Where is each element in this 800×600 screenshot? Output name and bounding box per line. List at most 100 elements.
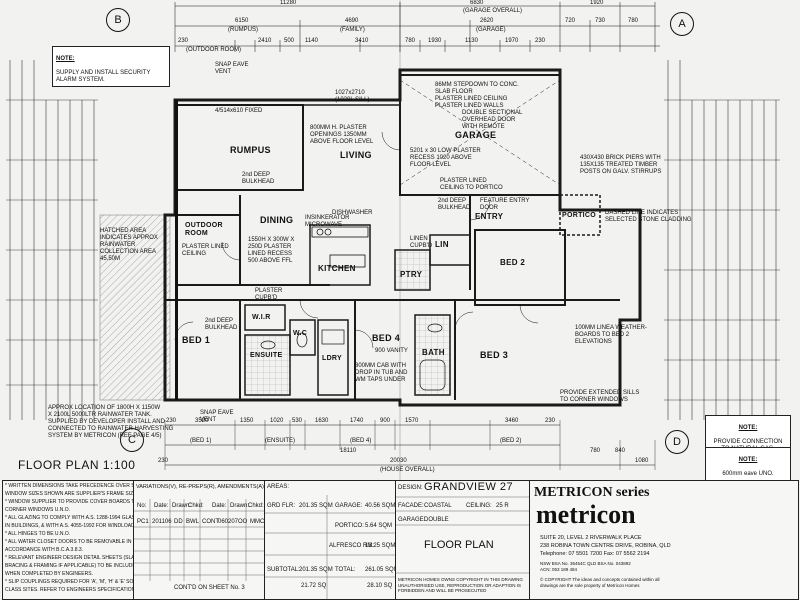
tb-area-4-3: 28.10 SQ <box>367 583 393 589</box>
tb-area-1-3: 5.64 SQM <box>365 523 393 529</box>
tb-ceiling-label: CEILING: <box>466 503 492 509</box>
tb-area-0-2: GARAGE: <box>335 503 363 509</box>
dim-b2-0: (BED 1) <box>190 438 212 444</box>
ann-plaster-ceiling: PLASTER LINED CEILING TO PORTICO <box>440 178 503 191</box>
brand-address-2: 238 ROBINA TOWN CENTRE DRIVE, ROBINA, QL… <box>540 543 671 549</box>
ann-plaster-opening: 800MM H. PLASTER OPENINGS 1350MM ABOVE F… <box>310 125 374 145</box>
grid-marker-b: B <box>106 8 130 32</box>
dim-b3-right-2: 1080 <box>635 458 649 464</box>
ann-garage-recess: 5201 x 30 LOW PLASTER RECESS 1020 ABOVE … <box>410 148 481 168</box>
brand-licence: NSW BSA No. 36454C QLD BSA No. 043892 AC… <box>540 561 631 572</box>
grid-marker-d: D <box>665 430 689 454</box>
dim-r2-5: 3410 <box>355 38 369 44</box>
ann-plaster-cupb: PLASTER CUPB'D <box>255 288 283 301</box>
tb-var-row-3: BWL <box>186 519 200 525</box>
dim-r1-2: 4690 <box>345 18 359 24</box>
tb-facade: COASTAL <box>424 503 452 509</box>
ann-drop-tub: 800MM CAB WITH DROP IN TUB AND WM TAPS U… <box>355 363 408 383</box>
dim-r2-8: 1130 <box>465 38 478 44</box>
dim-r2-3: 500 <box>284 38 295 44</box>
title-block-notes: * WRITTEN DIMENSIONS TAKE PRECEDENCE OVE… <box>2 480 149 600</box>
tb-ceiling: 25 R <box>496 503 509 509</box>
title-block-brand: METRICON series metricon SUITE 20, LEVEL… <box>529 480 799 600</box>
note-eave-text: 600mm eave UNO. <box>722 471 774 477</box>
tb-note-6: * ALL HINGES TO BE U.N.O. <box>5 531 71 537</box>
tb-var-header: VARIATIONS(V), RE-PREPS(R), AMENDMENTS(A… <box>136 484 266 490</box>
ann-insinkerator: INSINKERATOR MICROWAVE <box>305 215 350 228</box>
dim-r2-10: 230 <box>535 38 546 44</box>
dim-b3-left: 230 <box>158 458 169 464</box>
tb-var-col-2: Drawn: <box>172 503 192 509</box>
tb-note-2: * WINDOW SUPPLIER TO PROVIDE COVER BOARD… <box>5 499 149 505</box>
floor-plan-title: FLOOR PLAN 1:100 <box>18 458 136 472</box>
tb-note-7: * ALL WATER CLOSET DOORS TO BE REMOVABLE… <box>5 539 132 545</box>
ann-snap-vent-top: SNAP EAVE VENT <box>215 62 249 75</box>
kitchen-benches <box>311 226 369 268</box>
room-ptry: PTRY <box>400 270 423 279</box>
ann-brick-piers: 430X430 BRICK PIERS WITH 135X135 TREATED… <box>580 155 662 175</box>
dim-b3-right-0: 780 <box>590 448 601 454</box>
areas-grid <box>265 495 395 599</box>
tb-var-row-6: OO <box>238 519 248 525</box>
variations-grid <box>134 499 264 581</box>
ann-kitchen-recess: 1550H X 300W X 250D PLASTER LINED RECESS… <box>248 237 295 264</box>
tb-var-col-3: Chkd: <box>188 503 204 509</box>
tb-var-row-4: CONT <box>202 519 219 525</box>
tb-note-1: WINDOW SIZES SHOWN ARE SUPPLIER'S FRAME … <box>5 491 142 497</box>
tb-note-13: CLASS SITES. REFER TO ENGINEERS SPECIFIC… <box>5 587 141 593</box>
ann-vanity: 900 VANITY <box>375 348 408 354</box>
brand-series: METRICON series <box>534 485 650 500</box>
tb-areas-header: AREAS: <box>267 484 290 490</box>
brand-address-1: SUITE 20, LEVEL 2 RIVERWALK PLACE <box>540 535 642 541</box>
dim-right-small: 1920 <box>590 0 604 6</box>
ann-weatherboards: 100MM LINEA WEATHER- BOARDS TO BED 2 ELE… <box>575 325 647 345</box>
room-bath: BATH <box>422 348 445 357</box>
dim-r2-2: 2410 <box>258 38 272 44</box>
tb-note-12: * SLIP COUPLINGS REQUIRED FOR 'A', 'M', … <box>5 579 138 585</box>
dim-r1-0: 6150 <box>235 18 249 24</box>
tb-garage: DOUBLE <box>424 517 449 523</box>
tb-area-1-2: PORTICO: <box>335 523 364 529</box>
dim-r2-7: 1930 <box>428 38 442 44</box>
dim-b2-2: (BED 4) <box>350 438 372 444</box>
tb-area-2-2: ALFRESCO RM: <box>329 543 375 549</box>
ann-bulkhead-1: 2nd DEEP BULKHEAD <box>242 172 275 185</box>
room-wc: W.C <box>293 330 308 337</box>
ann-outdoor-ceiling: PLASTER LINED CEILING <box>182 244 229 257</box>
dim-b1-3: 1020 <box>270 418 284 424</box>
ann-door-sill: 1027x2710 (1020L SILL) <box>335 90 370 103</box>
room-bed2: BED 2 <box>500 258 526 267</box>
tb-var-row-7: MMC <box>250 519 265 525</box>
tb-var-row-0: PC1 <box>137 519 149 525</box>
tb-note-10: BRACING & FRAMING IF APPLICABLE) TO BE I… <box>5 563 140 569</box>
note-eave-title: NOTE: <box>738 457 758 463</box>
tb-note-9: * RELEVANT ENGINEER DESIGN DETAIL SHEETS… <box>5 555 140 561</box>
tb-sheet-title: FLOOR PLAN <box>424 539 494 551</box>
dim-r2-4: 1140 <box>305 38 318 44</box>
brand-phone: Telephone: 07 5501 7200 Fax: 07 5562 219… <box>540 551 650 557</box>
grid-marker-a: A <box>670 12 694 36</box>
dim-b2-3: (BED 2) <box>500 438 522 444</box>
tb-design: GRANDVIEW 27 <box>424 481 514 493</box>
dim-total-2: 20030 <box>390 458 407 464</box>
room-bed3: BED 3 <box>480 350 509 360</box>
tb-area-3-1: 201.35 SQM <box>299 567 333 573</box>
dim-b1-10: 230 <box>545 418 556 424</box>
ann-feature-entry: FEATURE ENTRY DOOR <box>480 198 530 211</box>
room-rumpus: RUMPUS <box>230 145 271 155</box>
tb-var-col-1: Date: <box>154 503 169 509</box>
tb-garage-label: GARAGE: <box>398 517 426 523</box>
note-security: NOTE: SUPPLY AND INSTALL SECURITY ALARM … <box>52 46 170 87</box>
walls <box>163 68 642 407</box>
room-portico: PORTICO <box>562 212 596 219</box>
tb-area-3-2: TOTAL: <box>335 567 356 573</box>
dim-r1-4: 2620 <box>480 18 494 24</box>
ann-step-down: 86MM STEPDOWN TO CONC. SLAB FLOOR PLASTE… <box>435 82 519 109</box>
ann-dashed-line: DASHED LINE INDICATES SELECTED STONE CLA… <box>605 210 692 223</box>
dim-r2-1: (OUTDOOR ROOM) <box>186 47 241 53</box>
tb-area-2-3: 13.25 SQM <box>365 543 396 549</box>
ann-garage-door: DOUBLE SECTIONAL OVERHEAD DOOR WITH REMO… <box>462 110 523 130</box>
dim-b1-8: 1570 <box>405 418 419 424</box>
dim-b1-6: 1740 <box>350 418 364 424</box>
